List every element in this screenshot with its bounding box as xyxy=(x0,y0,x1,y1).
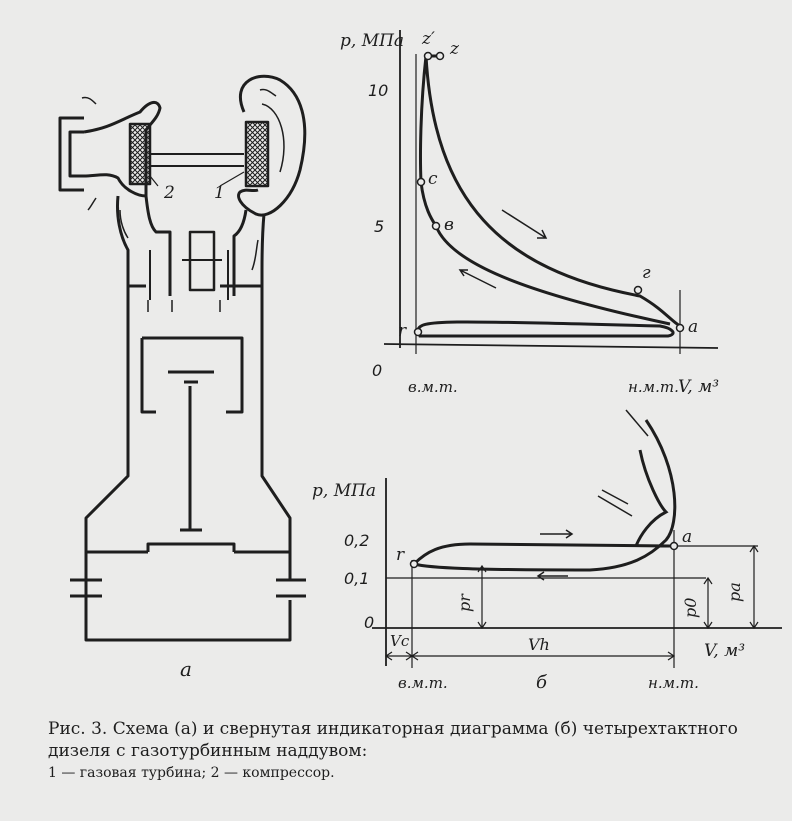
top-diagram: p, МПа 10 5 0 z′ z c в г a r в.м.т. н.м.… xyxy=(340,29,719,397)
point-z xyxy=(435,51,445,61)
bottom-point-r xyxy=(409,559,419,569)
bottom-diagram: p, МПа 0,2 0,1 0 r a pr p0 pa Vc Vh V, м… xyxy=(312,409,782,693)
pr-label: pr xyxy=(455,593,474,612)
compressor-wheel xyxy=(128,122,152,186)
top-ytick-5: 5 xyxy=(374,217,384,236)
top-y-label: p, МПа xyxy=(340,31,404,51)
bottom-label-r: r xyxy=(396,545,405,565)
p0-arrow xyxy=(703,576,713,630)
point-r xyxy=(413,327,423,337)
bottom-ytick-02: 0,2 xyxy=(344,531,369,550)
compressor-volute xyxy=(83,101,162,198)
turbine-volute xyxy=(237,74,307,217)
bottom-point-a xyxy=(669,541,679,551)
figure-caption: Рис. 3. Схема (а) и свернутая индикаторн… xyxy=(48,718,778,784)
top-ytick-10: 10 xyxy=(368,81,388,100)
point-v xyxy=(431,221,441,231)
bottom-ytick-01: 0,1 xyxy=(344,569,369,588)
top-tdc-label: в.м.т. xyxy=(408,378,458,396)
bottom-cycle-curve xyxy=(412,419,677,572)
piston-pin xyxy=(168,370,214,384)
top-x-label: V, м³ xyxy=(678,377,719,397)
label-r: r xyxy=(398,321,407,341)
label-a: a xyxy=(688,317,698,337)
bearing-left xyxy=(70,578,102,598)
point-z-prime xyxy=(423,51,433,61)
label-c: c xyxy=(428,169,438,189)
exhaust-duct xyxy=(232,209,266,300)
pr-arrow xyxy=(477,564,487,630)
bottom-tdc-label: в.м.т. xyxy=(398,674,448,692)
top-cycle-curve xyxy=(416,55,681,338)
bearing-right xyxy=(276,578,306,598)
turbine-wheel xyxy=(244,120,270,188)
bottom-ytick-0: 0 xyxy=(364,613,374,632)
piston xyxy=(140,336,244,414)
turbine-number: 1 xyxy=(214,183,225,203)
bottom-x-label: V, м³ xyxy=(704,641,745,661)
bottom-diagram-label: б xyxy=(536,672,548,693)
turbo-shaft xyxy=(150,153,244,167)
connecting-rod xyxy=(180,386,202,532)
figure: 2 1 а p, МПа 10 5 0 z′ z c в г a r в.м. xyxy=(58,29,782,693)
compressor-number: 2 xyxy=(163,183,175,203)
top-bdc-label: н.м.т. xyxy=(628,378,679,396)
bottom-label-a: a xyxy=(682,527,692,547)
label-z-prime: z′ xyxy=(421,29,435,49)
caption-legend: 1 — газовая турбина; 2 — компрессор. xyxy=(48,765,335,781)
scheme-label: а xyxy=(180,657,192,681)
vh-label: Vh xyxy=(528,635,550,654)
vc-label: Vc xyxy=(390,632,410,650)
p0-label: p0 xyxy=(681,598,700,618)
bottom-y-label: p, МПа xyxy=(312,481,376,501)
compressor-inlet xyxy=(58,116,84,192)
top-x-axis xyxy=(383,343,719,349)
label-z: z xyxy=(449,39,460,59)
vc-arrow xyxy=(384,651,414,661)
caption-title: Рис. 3. Схема (а) и свернутая индикаторн… xyxy=(48,719,738,761)
point-a xyxy=(675,323,685,333)
intake-duct xyxy=(116,195,172,296)
engine-scheme xyxy=(58,74,307,642)
vh-arrow xyxy=(410,651,676,661)
point-g xyxy=(633,285,643,295)
cylinder xyxy=(84,294,292,580)
crankcase xyxy=(86,542,290,554)
point-c xyxy=(416,177,426,187)
bottom-bdc-label: н.м.т. xyxy=(648,674,699,692)
top-origin: 0 xyxy=(372,361,382,380)
label-g: г xyxy=(642,263,651,283)
pa-arrow xyxy=(749,544,759,630)
label-v: в xyxy=(444,215,454,235)
pa-label: pa xyxy=(725,582,744,602)
